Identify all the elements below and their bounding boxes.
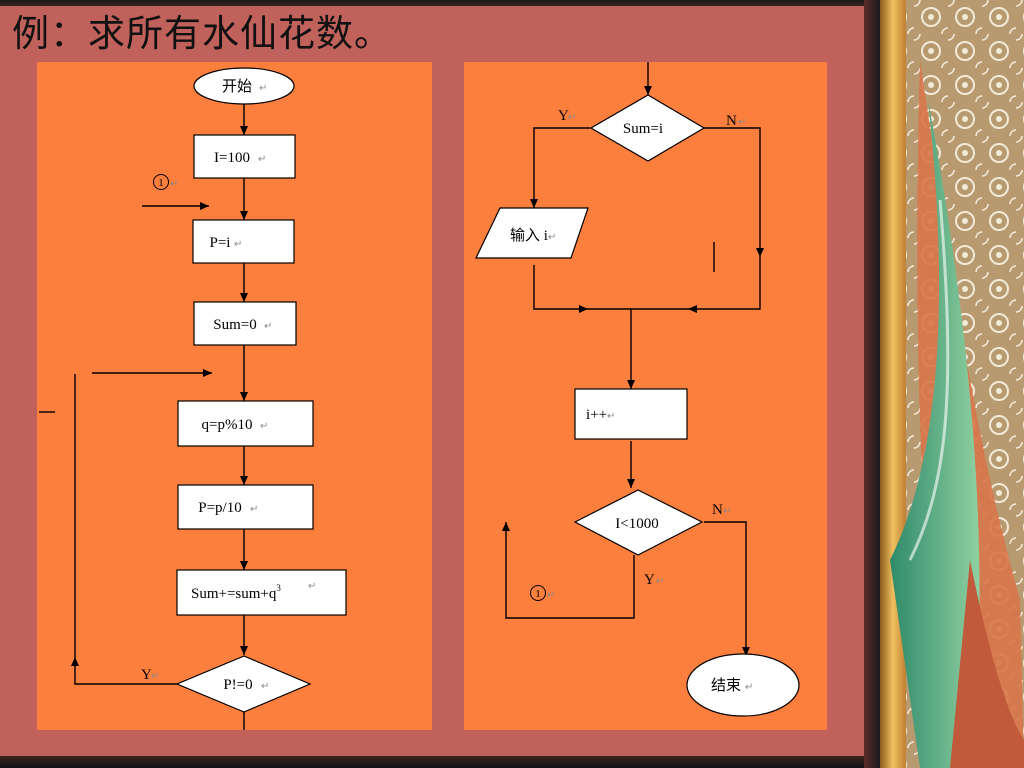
svg-text:↵: ↵: [548, 232, 556, 243]
compare-yes-label: Y: [558, 108, 569, 124]
end-label: 结束: [711, 677, 741, 694]
svg-text:↵: ↵: [260, 421, 268, 432]
svg-text:↵: ↵: [745, 682, 753, 693]
assign-p-box: [192, 219, 295, 264]
svg-text:↵: ↵: [264, 321, 272, 332]
range-test-diamond: [573, 489, 704, 556]
digit-box: [177, 400, 314, 447]
start-label: 开始: [222, 78, 252, 95]
loop-yes-label: Y: [141, 667, 152, 683]
accumulate-box: [176, 569, 347, 616]
svg-text:↵: ↵: [261, 681, 269, 692]
svg-text:↵: ↵: [250, 504, 258, 515]
output-parallelogram: [475, 207, 589, 259]
frame-right: [864, 0, 880, 768]
range-no-label: N: [712, 502, 723, 518]
compare-no-label: N: [726, 113, 737, 129]
accumulate-label: Sum+=sum+q3: [191, 583, 281, 602]
loop-test-label: P!=0: [223, 677, 252, 693]
compare-sum-diamond: [589, 94, 706, 162]
compare-sum-label: Sum=i: [623, 121, 663, 137]
assign-p-label: P=i: [210, 235, 231, 251]
start-terminal: [193, 67, 295, 105]
frame-top: [0, 0, 880, 6]
init-i-box: [193, 134, 296, 179]
increment-label: i++: [586, 407, 607, 423]
svg-text:↵: ↵: [308, 581, 316, 592]
increment-box: [574, 388, 688, 440]
init-sum-label: Sum=0: [213, 317, 256, 333]
svg-text:↵: ↵: [170, 179, 178, 190]
svg-text:↵: ↵: [234, 239, 242, 250]
digit-label: q=p%10: [202, 417, 253, 433]
decorative-drape-image: [880, 0, 1024, 768]
svg-text:↵: ↵: [151, 671, 159, 682]
svg-text:↵: ↵: [258, 154, 266, 165]
svg-text:↵: ↵: [607, 411, 615, 422]
svg-text:↵: ↵: [568, 112, 576, 123]
init-i-label: I=100: [214, 150, 250, 166]
connector-1-in-label: 1: [158, 177, 164, 189]
output-label: 输入 i: [510, 227, 548, 244]
flowchart-left-panel: 开始 ↵ I=100 ↵ 1 ↵ P=i ↵ Sum=0 ↵ q=p%10 ↵ …: [37, 62, 432, 730]
svg-text:↵: ↵: [259, 83, 267, 94]
divide-box: [177, 484, 314, 530]
end-terminal: [686, 653, 800, 717]
connector-1-out: [530, 585, 546, 601]
connector-1-out-label: 1: [535, 588, 541, 600]
slide-title: 例：求所有水仙花数。: [12, 12, 392, 55]
loop-test-diamond: [175, 655, 312, 713]
init-sum-box: [193, 301, 297, 346]
connector-1-in: [153, 174, 169, 190]
flowchart-right-panel: Sum=i Y ↵ N ↵ 输入 i ↵ i++ ↵ I<1000 N ↵ Y …: [464, 62, 827, 730]
range-yes-label: Y: [644, 572, 655, 588]
svg-text:↵: ↵: [547, 590, 555, 601]
frame-bottom: [0, 756, 880, 768]
range-test-label: I<1000: [615, 516, 658, 532]
svg-text:↵: ↵: [723, 506, 731, 517]
svg-text:↵: ↵: [656, 576, 664, 587]
svg-text:↵: ↵: [738, 117, 746, 128]
divide-label: P=p/10: [198, 500, 241, 516]
